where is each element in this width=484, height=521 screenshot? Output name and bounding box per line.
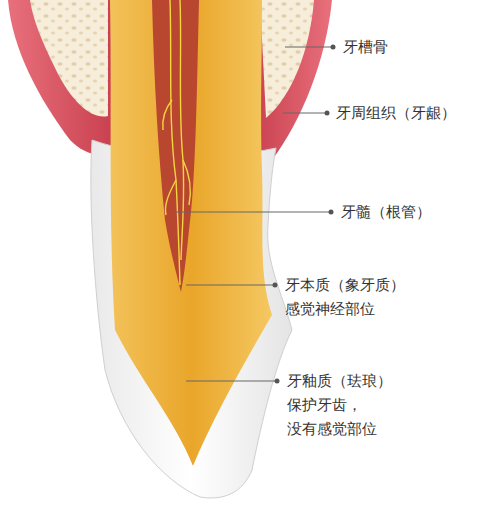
part-label: 牙髓（根管） — [341, 200, 471, 224]
pulp — [152, 0, 199, 292]
nerves — [163, 0, 191, 285]
bone-left — [30, 0, 108, 117]
part-label: 牙釉质（珐琅） 保护牙齿， 没有感觉部位 — [287, 369, 407, 441]
part-label: 牙本质（象牙质） 感觉神经部位 — [285, 273, 435, 321]
part-label: 牙槽骨 — [343, 35, 473, 59]
bone-right — [260, 0, 314, 118]
gum-left — [8, 0, 114, 155]
dentin — [110, 0, 272, 466]
leader-dots — [273, 45, 336, 384]
gum-right — [252, 0, 332, 160]
leader-lines — [176, 47, 333, 381]
part-label: 牙周组织（牙龈） — [336, 101, 476, 125]
